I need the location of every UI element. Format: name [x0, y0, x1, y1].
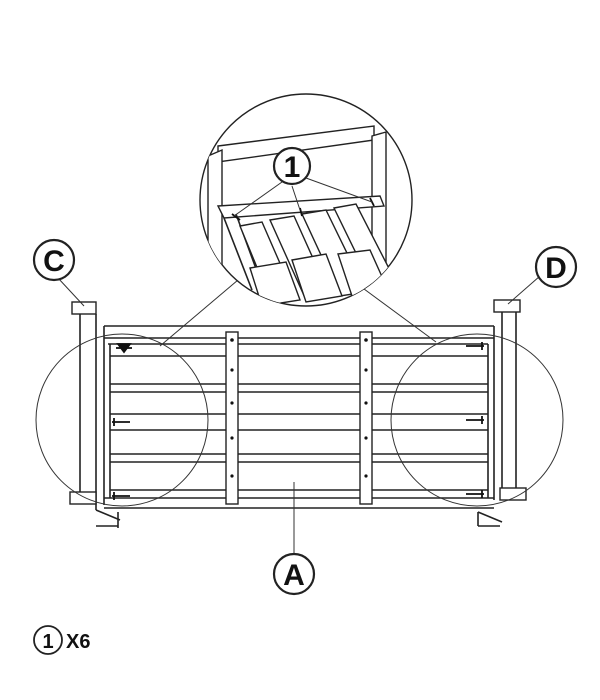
quantity-legend: 1 X6	[33, 625, 90, 655]
callout-label-1: 1	[284, 151, 301, 184]
frame-rails	[104, 325, 494, 509]
quantity-count: X6	[66, 631, 90, 653]
seat-slats	[110, 355, 488, 491]
cross-batten-left	[225, 331, 239, 505]
callout-d: D	[507, 245, 578, 305]
right-leg	[477, 299, 527, 527]
zoom-inset: 1	[199, 93, 413, 307]
callout-label-d: D	[545, 252, 567, 285]
callout-a: A	[272, 482, 316, 596]
callout-label-c: C	[43, 245, 65, 278]
bench-frame	[69, 299, 527, 528]
screws-right	[466, 342, 484, 498]
callout-circle-1	[272, 146, 312, 186]
magnifier-leaders	[159, 279, 437, 347]
callout-c: C	[32, 238, 85, 307]
callout-label-a: A	[283, 559, 305, 592]
cross-batten-right	[359, 331, 373, 505]
screws-left	[112, 343, 132, 500]
detail-circle-left	[35, 333, 209, 507]
quantity-item: 1	[42, 631, 53, 653]
screw-callout: 1	[233, 146, 373, 217]
detail-circle-right	[390, 333, 564, 507]
